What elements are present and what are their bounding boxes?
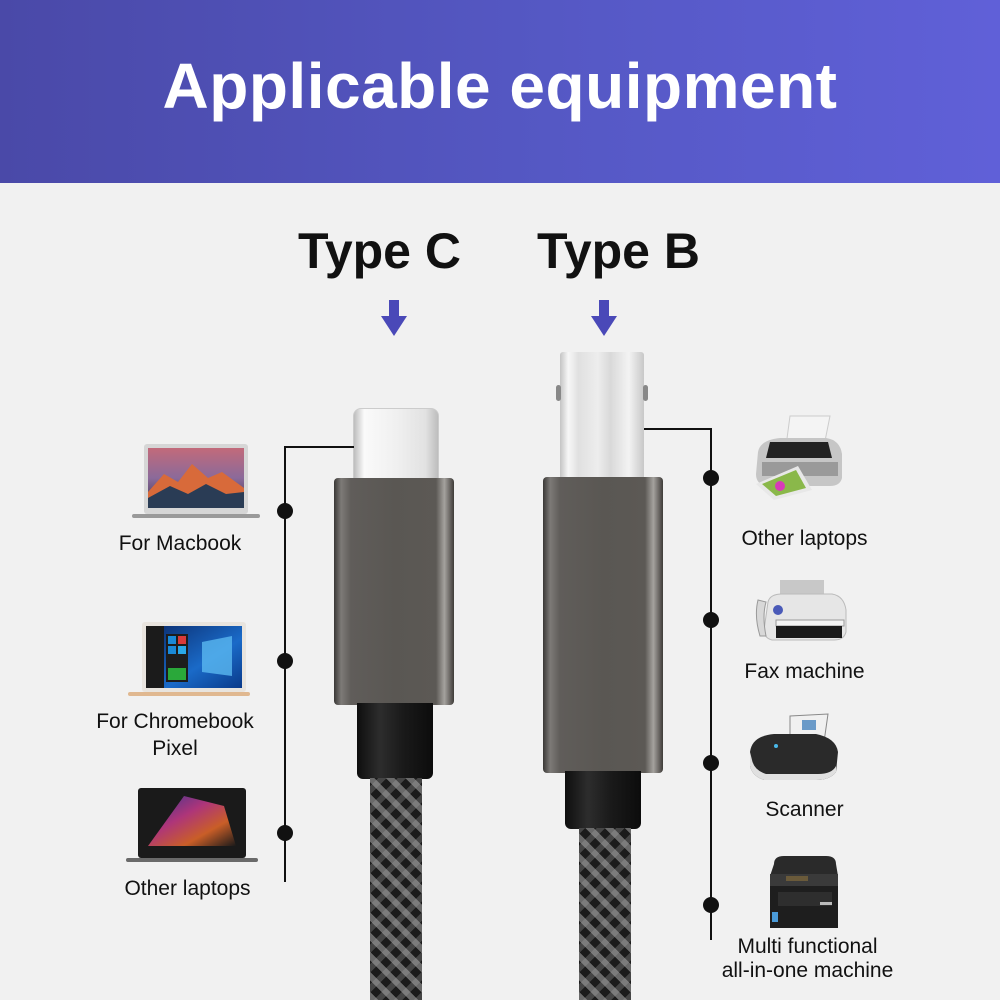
connector-dot bbox=[703, 470, 719, 486]
windows-laptop-icon bbox=[128, 622, 250, 696]
usb-b-plug bbox=[560, 352, 644, 478]
connector-line bbox=[710, 428, 712, 940]
usb-b-latch-right bbox=[643, 385, 648, 401]
device-label: Multi functional all-in-one machine bbox=[700, 935, 915, 983]
device-label-line1: For Chromebook bbox=[96, 710, 254, 733]
laptop-icon bbox=[126, 788, 258, 862]
scanner-icon bbox=[750, 713, 838, 780]
device-label-line1: Multi functional bbox=[737, 935, 878, 958]
arrow-down-icon bbox=[381, 300, 407, 336]
connector-dot bbox=[703, 755, 719, 771]
usb-b-strain-relief bbox=[565, 771, 641, 829]
printer-icon bbox=[756, 415, 842, 500]
usb-c-strain-relief bbox=[357, 703, 433, 779]
arrow-down-icon bbox=[591, 300, 617, 336]
device-label: Scanner bbox=[765, 798, 844, 821]
device-label-line2: all-in-one machine bbox=[721, 959, 894, 982]
connector-dot bbox=[277, 653, 293, 669]
macbook-laptop-icon bbox=[132, 444, 260, 518]
usb-b-housing bbox=[543, 477, 663, 773]
device-label-line2: Pixel bbox=[152, 737, 198, 760]
connector-dot bbox=[703, 612, 719, 628]
device-label: For Chromebook Pixel bbox=[70, 708, 280, 762]
device-label: Fax machine bbox=[744, 660, 865, 683]
fax-machine-icon bbox=[755, 580, 847, 641]
device-label: Other laptops bbox=[741, 527, 868, 550]
device-label: Other laptops bbox=[124, 877, 251, 900]
page-title: Applicable equipment bbox=[162, 49, 838, 122]
connector-dot bbox=[277, 503, 293, 519]
multifunction-printer-icon bbox=[770, 856, 838, 928]
usb-c-plug bbox=[353, 408, 439, 482]
header-banner: Applicable equipment bbox=[0, 0, 1000, 183]
type-b-label: Type B bbox=[537, 223, 700, 279]
usb-b-braided-cable bbox=[579, 828, 631, 1000]
device-label: For Macbook bbox=[118, 532, 242, 555]
connector-dot bbox=[703, 897, 719, 913]
usb-c-housing bbox=[334, 478, 454, 705]
connector-line bbox=[284, 446, 354, 448]
usb-c-braided-cable bbox=[370, 778, 422, 1000]
connector-dot bbox=[277, 825, 293, 841]
usb-b-latch-left bbox=[556, 385, 561, 401]
connector-line bbox=[644, 428, 712, 430]
type-c-label: Type C bbox=[298, 223, 461, 279]
